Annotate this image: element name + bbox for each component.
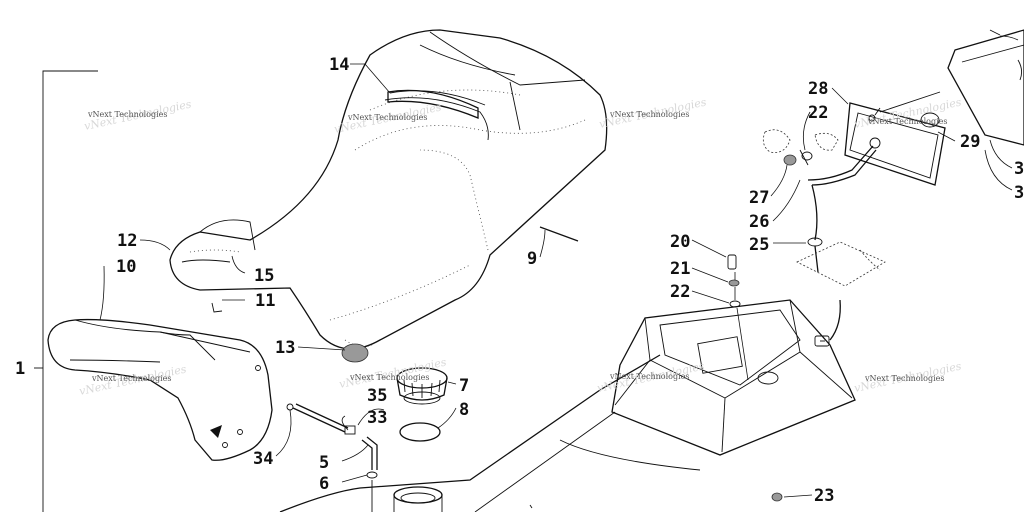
seat-rod [539,226,579,242]
callout-number: 13 [275,338,295,358]
callout-number: 23 [814,486,834,506]
callout-number: 25 [749,235,769,255]
callout-number: 10 [116,257,136,277]
callout-labels: 1 3 3 5 6 7 8 9 10 11 12 13 14 15 20 21 … [15,55,1024,506]
watermark-text: vNext Technologies [349,373,429,382]
rear-bumper [47,318,273,461]
fuel-line-assembly [286,403,378,512]
watermark-text: vNext Technologies [864,374,944,383]
callout-number: 5 [319,453,329,473]
assembly-bracket [34,70,98,512]
callout-number: 1 [15,359,25,379]
callout-number: 22 [808,103,828,123]
callout-number: 27 [749,188,769,208]
watermark-text: vNext Technologies [609,372,689,381]
fuel-tank [279,354,661,512]
taillight-assembly [762,91,946,347]
nut-23 [771,492,783,502]
watermark-text: vNext Technologies [347,113,427,122]
callout-number: 34 [253,449,273,469]
callout-number: 3 [1014,159,1024,179]
callout-number: 28 [808,79,828,99]
callout-number: 35 [367,386,387,406]
fuel-cap-gasket [399,422,441,442]
callout-number: 6 [319,474,329,494]
clip-part [211,302,223,313]
callout-number: 7 [459,376,469,396]
callout-number: 29 [960,132,980,152]
callout-number: 20 [670,232,690,252]
seat-cushion [169,29,608,350]
callout-number: 11 [255,291,275,311]
taillight-housing [947,29,1024,146]
callout-number: 33 [367,408,387,428]
leader-lines [99,35,1019,498]
callout-number: 8 [459,400,469,420]
watermark-text: vNext Technologies [867,117,947,126]
callout-number: 14 [329,55,349,75]
rivet-patch [341,343,369,363]
callout-number: 3 [1014,183,1024,203]
callout-number: 21 [670,259,690,279]
callout-number: 22 [670,282,690,302]
callout-number: 15 [254,266,274,286]
callout-number: 12 [117,231,137,251]
storage-compartment [474,299,856,512]
fuel-cap [396,367,448,405]
seat-strap [387,89,479,119]
watermark-text: vNext Technologies [609,110,689,119]
watermark-text: vNext Technologies [91,374,171,383]
watermark-text: vNext Technologies [87,110,167,119]
callout-number: 9 [527,249,537,269]
hardware-stack [727,254,749,381]
callout-number: 26 [749,212,769,232]
